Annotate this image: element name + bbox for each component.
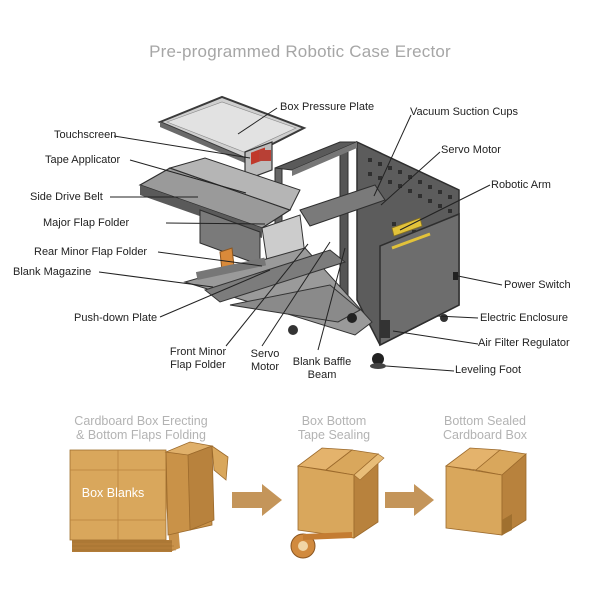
label-baffle-line1: Blank Baffle — [292, 356, 352, 368]
label-rear-minor-flap-folder: Rear Minor Flap Folder — [34, 246, 148, 258]
label-touchscreen: Touchscreen — [54, 129, 117, 141]
label-box-pressure-plate: Box Pressure Plate — [280, 101, 375, 113]
leader-lines — [98, 107, 503, 372]
label-front-minor-line2: Flap Folder — [170, 359, 226, 371]
label-servo-line2: Motor — [250, 361, 280, 373]
step-2-line2: Tape Sealing — [297, 428, 371, 442]
step-1-caption: Cardboard Box Erecting & Bottom Flaps Fo… — [74, 414, 207, 442]
label-push-down-plate: Push-down Plate — [74, 312, 158, 324]
label-front-minor-flap-folder: Front Minor Flap Folder — [170, 346, 226, 372]
label-leveling-foot: Leveling Foot — [455, 364, 522, 376]
label-major-flap-folder: Major Flap Folder — [43, 217, 130, 229]
erecting-box — [164, 441, 229, 536]
step-1-line2: & Bottom Flaps Folding — [76, 428, 206, 442]
step-1-line1: Cardboard Box Erecting — [74, 414, 208, 428]
arrow-step-1 — [232, 484, 282, 516]
label-power-switch: Power Switch — [504, 279, 571, 291]
label-vacuum-suction-cups: Vacuum Suction Cups — [410, 106, 519, 118]
box-blanks-label: Box Blanks — [81, 486, 145, 500]
label-side-drive-belt: Side Drive Belt — [30, 191, 103, 203]
label-servo-line1: Servo — [250, 348, 280, 360]
box-blanks-stack — [69, 449, 180, 552]
step-2-line1: Box Bottom — [301, 414, 367, 428]
step-3-caption: Bottom Sealed Cardboard Box — [443, 414, 527, 442]
touchscreen — [244, 141, 273, 181]
label-servo-motor-top: Servo Motor — [441, 144, 501, 156]
box-pressure-plate — [157, 95, 307, 163]
label-robotic-arm: Robotic Arm — [491, 179, 551, 191]
label-servo-motor-bottom: Servo Motor — [251, 348, 280, 374]
label-tape-applicator: Tape Applicator — [45, 154, 121, 166]
label-front-minor-line1: Front Minor — [169, 346, 227, 358]
machine-frame — [274, 140, 460, 347]
step-2-caption: Box Bottom Tape Sealing — [298, 414, 370, 442]
label-blank-magazine: Blank Magazine — [13, 266, 92, 278]
label-electric-enclosure: Electric Enclosure — [480, 312, 569, 324]
arrow-step-2 — [385, 484, 434, 516]
page-title: Pre-programmed Robotic Case Erector — [149, 42, 451, 61]
step-3-line1: Bottom Sealed — [443, 414, 526, 428]
label-blank-baffle-beam: Blank Baffle Beam — [293, 356, 352, 382]
taping-box — [290, 447, 385, 559]
sealed-box — [444, 447, 527, 536]
step-3-line2: Cardboard Box — [442, 428, 528, 442]
label-air-filter-regulator: Air Filter Regulator — [478, 337, 570, 349]
label-baffle-line2: Beam — [307, 369, 337, 381]
